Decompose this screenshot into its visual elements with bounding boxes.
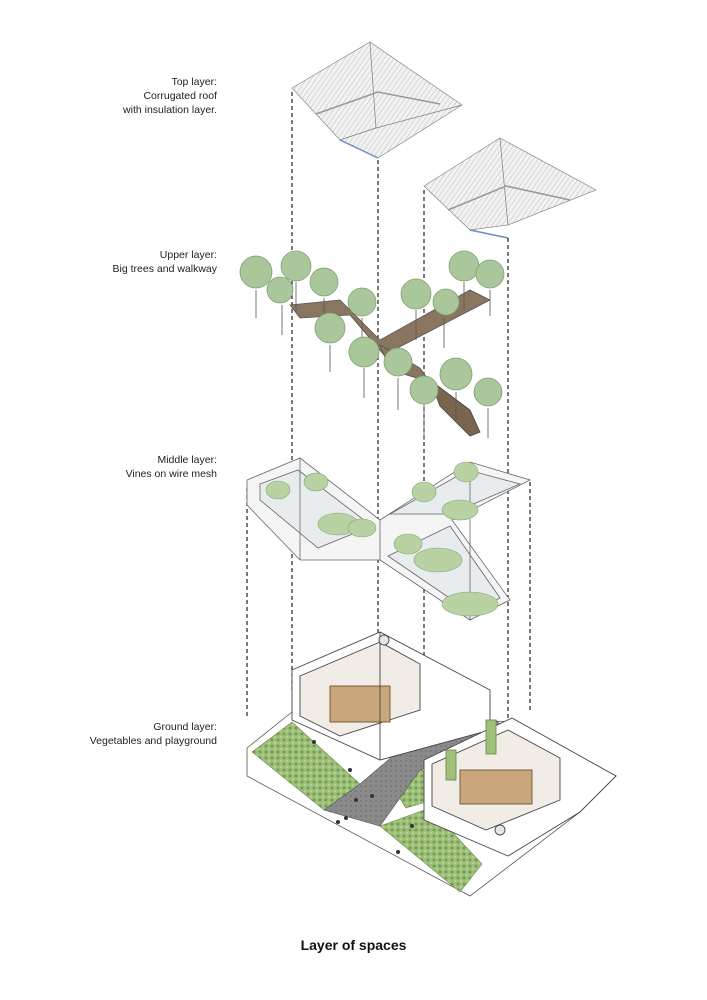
layer-label-top: Top layer: Corrugated roof with insulati… — [123, 75, 217, 117]
layer-name: Middle layer: — [157, 454, 217, 466]
layer-desc-line: with insulation layer. — [123, 104, 217, 116]
layer-desc-line: Vegetables and playground — [89, 735, 217, 747]
figure-caption: Layer of spaces — [300, 937, 407, 953]
building-left — [291, 631, 491, 761]
trees — [239, 250, 505, 440]
people — [312, 740, 414, 854]
layer-desc-line: Vines on wire mesh — [125, 468, 217, 480]
roof-right — [423, 137, 597, 239]
building-right — [423, 717, 617, 857]
layer-label-ground: Ground layer: Vegetables and playground — [90, 720, 217, 748]
layer-label-middle: Middle layer: Vines on wire mesh — [126, 453, 217, 481]
layer-name: Top layer: — [171, 76, 217, 88]
layer-name: Ground layer: — [153, 721, 217, 733]
layer-name: Upper layer: — [159, 249, 217, 261]
layer-desc-line: Big trees and walkway — [112, 263, 217, 275]
layer-desc-line: Corrugated roof — [143, 90, 217, 102]
roof-left — [291, 41, 463, 159]
vines — [265, 461, 499, 617]
layer-label-upper: Upper layer: Big trees and walkway — [113, 248, 217, 276]
